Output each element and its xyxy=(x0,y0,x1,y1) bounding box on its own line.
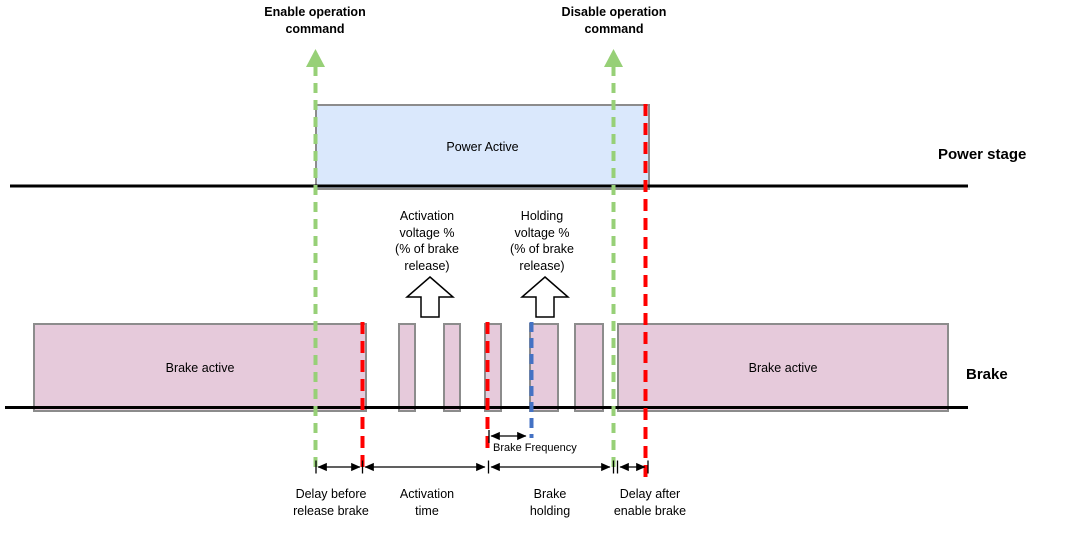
power-active-label: Power Active xyxy=(446,140,519,154)
brake-pulse xyxy=(443,323,461,412)
brake-pulse xyxy=(484,323,502,412)
brake-active-right-label: Brake active xyxy=(748,360,818,375)
brake-active-right-block: Brake active xyxy=(617,323,949,412)
power-active-block: Power Active xyxy=(315,104,650,190)
brake-pulse xyxy=(529,323,559,412)
brake-pulse xyxy=(574,323,604,412)
brake-active-left-block: Brake active xyxy=(33,323,367,412)
brake-active-left-label: Brake active xyxy=(165,360,235,375)
brake-pulse xyxy=(398,323,416,412)
